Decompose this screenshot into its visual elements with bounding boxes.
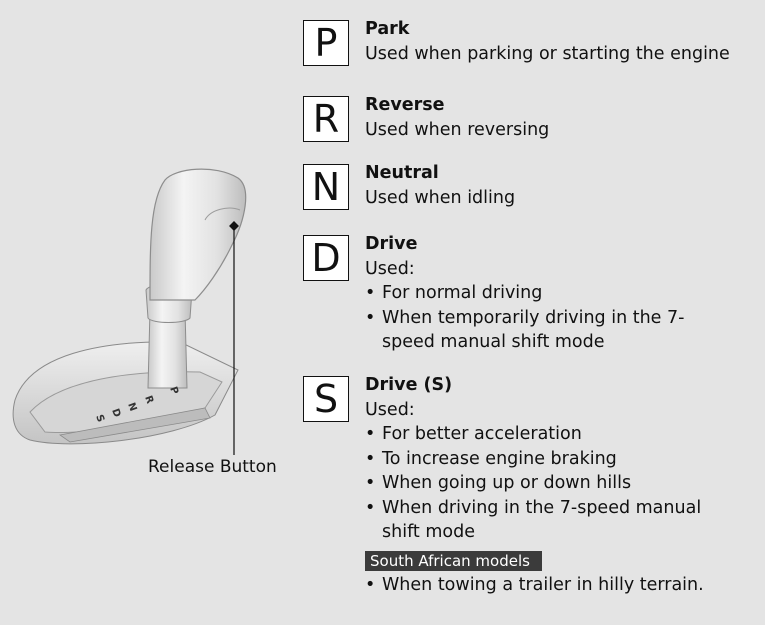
gear-description: Used: bbox=[365, 258, 415, 279]
gear-title: Reverse bbox=[365, 95, 445, 115]
gear-title: Drive (S) bbox=[365, 375, 453, 395]
gear-box-p: P bbox=[303, 20, 349, 66]
list-item: For better acceleration bbox=[365, 422, 765, 447]
region-badge: South African models bbox=[365, 550, 542, 571]
gear-title: Park bbox=[365, 19, 410, 39]
gear-description: Used when idling bbox=[365, 187, 516, 208]
bullet-list: For normal driving When temporarily driv… bbox=[365, 281, 765, 355]
bullet-list: When towing a trailer in hilly terrain. bbox=[365, 573, 765, 598]
gear-box-s: S bbox=[303, 376, 349, 422]
gear-title: Neutral bbox=[365, 163, 439, 183]
gear-box-n: N bbox=[303, 164, 349, 210]
shift-lever-illustration: P R N D S bbox=[12, 168, 247, 455]
release-button-callout: Release Button bbox=[148, 457, 277, 477]
list-item: For normal driving bbox=[365, 281, 765, 306]
gate-mark-s: S bbox=[93, 413, 106, 424]
gear-box-r: R bbox=[303, 96, 349, 142]
gate-mark-d: D bbox=[109, 407, 122, 419]
gear-title: Drive bbox=[365, 234, 418, 254]
list-item: When temporarily driving in the 7-speed … bbox=[365, 306, 692, 355]
gate-mark-p: P bbox=[167, 385, 180, 396]
bullet-list: For better acceleration To increase engi… bbox=[365, 422, 765, 545]
gate-mark-r: R bbox=[142, 394, 155, 405]
gear-description: Used when parking or starting the engine bbox=[365, 43, 730, 64]
gear-description: Used: bbox=[365, 399, 415, 420]
gear-description: Used when reversing bbox=[365, 119, 550, 140]
gate-mark-n: N bbox=[125, 401, 138, 413]
list-item: When driving in the 7-speed manual shift… bbox=[365, 496, 712, 545]
list-item: When towing a trailer in hilly terrain. bbox=[365, 573, 765, 598]
list-item: To increase engine braking bbox=[365, 447, 765, 472]
list-item: When going up or down hills bbox=[365, 471, 765, 496]
gear-box-d: D bbox=[303, 235, 349, 281]
